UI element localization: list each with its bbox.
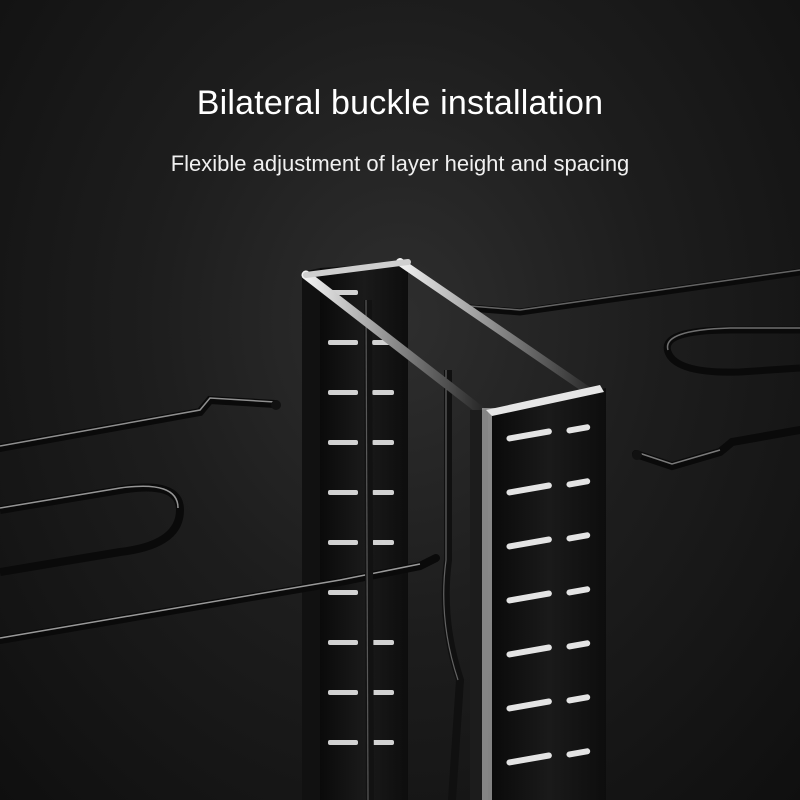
top-rails [301, 258, 594, 415]
front-panel [470, 385, 606, 800]
left-hook-front [0, 554, 440, 644]
headline: Bilateral buckle installation [196, 84, 604, 122]
right-hook-front [632, 426, 800, 471]
left-hook-back [0, 395, 281, 452]
right-hook-back [466, 268, 800, 376]
back-panel [302, 262, 408, 800]
vertical-rods [364, 299, 465, 800]
subline: Flexible adjustment of layer height and … [170, 151, 630, 176]
left-u-hook [0, 483, 185, 576]
